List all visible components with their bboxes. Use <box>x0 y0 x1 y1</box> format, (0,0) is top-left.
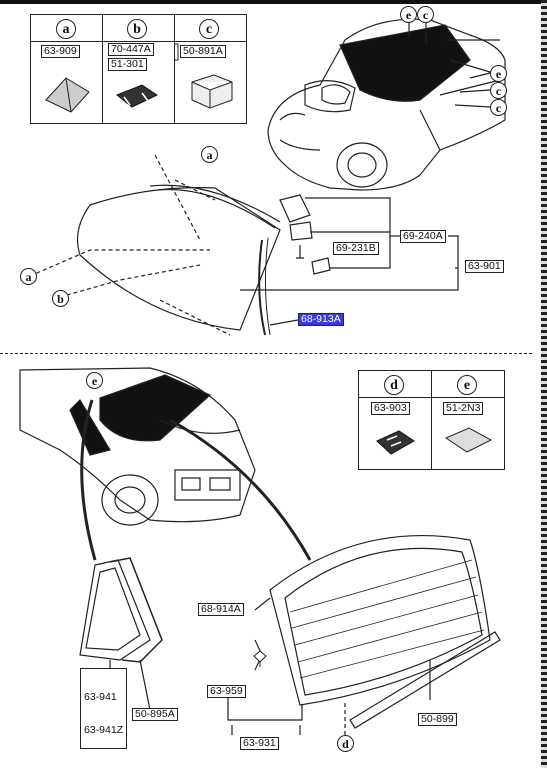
callout-e[interactable]: e <box>86 372 103 389</box>
part-number-68-913A[interactable]: 68-913A <box>298 313 344 326</box>
part-number-63-941-group[interactable]: 63-941 63-941Z <box>80 668 128 749</box>
legend-bottom: d 63-903 e 51-2N3 <box>358 370 505 470</box>
part-number-63-903[interactable]: 63-903 <box>371 402 410 415</box>
top-edge-bar <box>0 0 547 4</box>
legend-cell-d: d 63-903 <box>359 371 432 469</box>
fastener-clip-icon <box>376 430 415 455</box>
part-number-50-895A[interactable]: 50-895A <box>132 708 178 721</box>
legend-header-line <box>359 397 431 398</box>
windshield-illustration <box>29 154 459 336</box>
clip-fastener-icon <box>116 84 159 108</box>
callout-b[interactable]: b <box>52 290 69 307</box>
legend-cell-e: e 51-2N3 <box>431 371 504 469</box>
part-number-69-240A[interactable]: 69-240A <box>400 230 446 243</box>
legend-top: a 63-909 b 70-447A 51-301 c 50-891A <box>30 14 247 124</box>
callout-c[interactable]: c <box>490 99 507 116</box>
part-number-50-899[interactable]: 50-899 <box>418 713 457 726</box>
legend-letter-a: a <box>56 19 76 39</box>
part-number-63-959[interactable]: 63-959 <box>207 685 246 698</box>
part-number-63-941: 63-941 <box>84 691 117 703</box>
part-number-63-901[interactable]: 63-901 <box>465 260 504 273</box>
part-number-70-447A[interactable]: 70-447A <box>108 43 154 56</box>
legend-cell-b: b 70-447A 51-301 <box>102 15 175 123</box>
adhesive-pad-icon <box>444 427 493 453</box>
part-number-50-891A[interactable]: 50-891A <box>180 45 226 58</box>
part-number-63-941Z: 63-941Z <box>84 724 124 736</box>
callout-e[interactable]: e <box>490 65 507 82</box>
legend-letter-d: d <box>384 375 404 395</box>
retainer-clip-icon <box>253 650 267 667</box>
legend-header-line <box>31 41 102 42</box>
part-number-51-301[interactable]: 51-301 <box>108 58 147 71</box>
legend-cell-c: c 50-891A <box>174 15 246 123</box>
legend-letter-e: e <box>457 375 477 395</box>
legend-cell-a: a 63-909 <box>31 15 103 123</box>
callout-d[interactable]: d <box>337 735 354 752</box>
section-divider <box>0 353 532 354</box>
callout-c[interactable]: c <box>490 82 507 99</box>
wedge-block-icon <box>45 77 90 113</box>
legend-header-line <box>102 41 174 42</box>
legend-letter-c: c <box>199 19 219 39</box>
rear-car-illustration <box>19 367 256 526</box>
part-number-69-231B[interactable]: 69-231B <box>333 242 379 255</box>
callout-e[interactable]: e <box>400 6 417 23</box>
part-number-63-909[interactable]: 63-909 <box>41 45 80 58</box>
part-number-63-931[interactable]: 63-931 <box>240 737 279 750</box>
legend-header-line <box>431 397 504 398</box>
part-number-51-2N3[interactable]: 51-2N3 <box>443 402 484 415</box>
legend-bracket <box>174 43 179 61</box>
callout-a[interactable]: a <box>201 146 218 163</box>
rear-glass-illustration <box>227 535 501 735</box>
scan-edge-strip <box>541 0 547 768</box>
callout-c[interactable]: c <box>417 6 434 23</box>
callout-a[interactable]: a <box>20 268 37 285</box>
rubber-pad-icon <box>191 74 233 109</box>
quarter-glass-illustration <box>79 557 163 711</box>
front-car-illustration <box>267 18 506 191</box>
legend-letter-b: b <box>127 19 147 39</box>
legend-header-line <box>174 41 246 42</box>
part-number-68-914A[interactable]: 68-914A <box>198 603 244 616</box>
